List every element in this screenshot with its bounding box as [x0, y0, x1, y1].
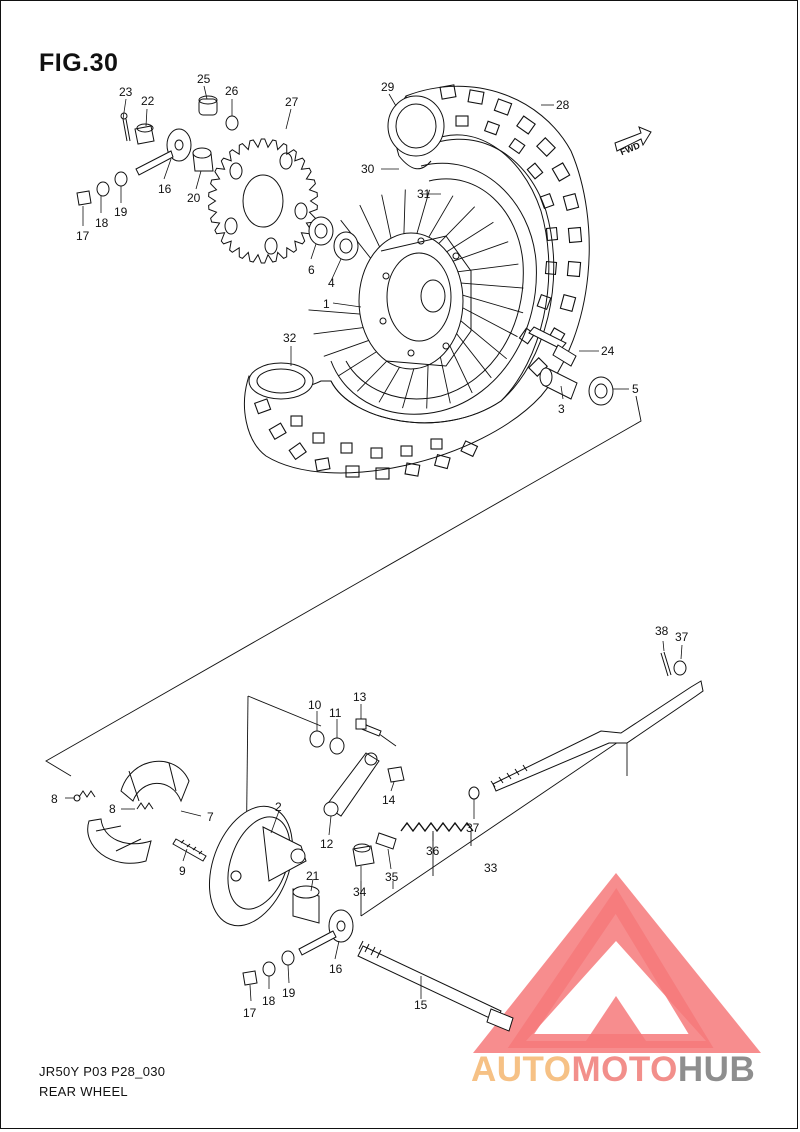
bearing-4: [333, 231, 359, 261]
watermark-auto: AUTO: [471, 1050, 572, 1089]
wheel-hub: [358, 232, 472, 370]
callout-12: 12: [320, 837, 334, 851]
washer-11: [329, 737, 345, 755]
brake-panel-2: [208, 805, 307, 927]
washer-18-bottom: [262, 961, 276, 977]
washer-37-upper: [673, 660, 687, 676]
nut-17-top: [76, 190, 92, 206]
adjuster-bolt-16-top: [135, 128, 192, 176]
callout-14: 14: [382, 793, 396, 807]
spacer-21: [292, 885, 320, 924]
watermark-logo: [473, 873, 761, 1053]
washer-19-top: [114, 171, 128, 187]
callout-25: 25: [197, 72, 211, 86]
adjuster-bolt-16-bottom: [298, 909, 354, 956]
callout-9: 9: [179, 864, 186, 878]
bolt-13: [355, 718, 382, 737]
callout-8-right: 8: [109, 802, 116, 816]
washer-37-lower: [468, 786, 480, 800]
assembly-reference-lines: [45, 395, 642, 917]
callout-16-top: 16: [158, 182, 172, 196]
callout-24: 24: [601, 344, 615, 358]
callout-35: 35: [385, 870, 399, 884]
watermark-hub: HUB: [678, 1050, 755, 1089]
callout-27: 27: [285, 95, 299, 109]
callout-28: 28: [556, 98, 570, 112]
spacer-3: [539, 367, 578, 400]
callout-1: 1: [323, 297, 330, 311]
cotter-pin-23: [120, 112, 131, 142]
cam-lever-12: [323, 752, 380, 817]
cam-9: [172, 838, 207, 862]
callout-15: 15: [414, 998, 428, 1012]
callout-23: 23: [119, 85, 133, 99]
castle-nut-22: [134, 123, 155, 145]
callout-11: 11: [329, 706, 342, 720]
bearing-5: [588, 376, 614, 406]
bolt-24: [528, 326, 577, 367]
callout-4: 4: [328, 276, 335, 290]
callout-30: 30: [361, 162, 375, 176]
callout-13: 13: [353, 690, 367, 704]
callout-17-bottom: 17: [243, 1006, 257, 1020]
nut-14: [387, 766, 405, 783]
brake-rod-33: [490, 680, 704, 792]
callout-31: 31: [417, 187, 431, 201]
watermark-moto: MOTO: [572, 1050, 678, 1089]
callout-36: 36: [426, 844, 440, 858]
washer-26: [225, 115, 239, 131]
callout-32: 32: [283, 331, 297, 345]
callout-20: 20: [187, 191, 201, 205]
callout-10: 10: [308, 698, 322, 712]
callout-26: 26: [225, 84, 239, 98]
leader-lines: [65, 85, 683, 1002]
callout-19-top: 19: [114, 205, 128, 219]
figure-caption: REAR WHEEL: [39, 1084, 128, 1099]
callout-5: 5: [632, 382, 639, 396]
pin-35: [375, 832, 397, 850]
collar-20: [192, 147, 214, 172]
figure-code: JR50Y P03 P28_030: [39, 1064, 166, 1079]
callout-17-top: 17: [76, 229, 90, 243]
spring-8-right: [136, 802, 154, 810]
fwd-arrow-icon: [614, 126, 652, 152]
spring-8-left: [73, 790, 96, 802]
brake-shoe-7-lower: [87, 818, 152, 864]
nut-17-bottom: [242, 970, 258, 986]
callout-18-top: 18: [95, 216, 109, 230]
bearing-6: [308, 216, 334, 246]
figure-title: FIG.30: [39, 49, 119, 77]
callout-21: 21: [306, 869, 320, 883]
callout-37-upper: 37: [675, 630, 689, 644]
rear-sprocket: [208, 138, 318, 264]
callout-22: 22: [141, 94, 155, 108]
axle-15: [357, 940, 514, 1032]
callout-8-left: 8: [51, 792, 58, 806]
cotter-pin-38: [660, 651, 672, 677]
callout-29: 29: [381, 80, 395, 94]
washer-10: [309, 730, 325, 748]
callout-33: 33: [484, 861, 498, 875]
callout-18-bottom: 18: [262, 994, 276, 1008]
callout-3: 3: [558, 402, 565, 416]
rear-tire: [243, 84, 590, 480]
nut-25: [198, 95, 218, 116]
callout-19-bottom: 19: [282, 986, 296, 1000]
callout-38: 38: [655, 624, 669, 638]
spring-36: [400, 821, 474, 833]
callout-16-bottom: 16: [329, 962, 343, 976]
washer-19-bottom: [281, 950, 295, 966]
callout-6: 6: [308, 263, 315, 277]
nut-34: [352, 843, 375, 867]
watermark-text: AUTOMOTOHUB: [471, 1050, 755, 1089]
callout-37-lower: 37: [466, 821, 480, 835]
callout-7: 7: [207, 810, 214, 824]
callout-34: 34: [353, 885, 367, 899]
callout-2: 2: [275, 800, 282, 814]
tire-section-bottom: [248, 362, 314, 400]
brake-shoe-7-upper: [120, 760, 190, 803]
washer-18-top: [96, 181, 110, 197]
